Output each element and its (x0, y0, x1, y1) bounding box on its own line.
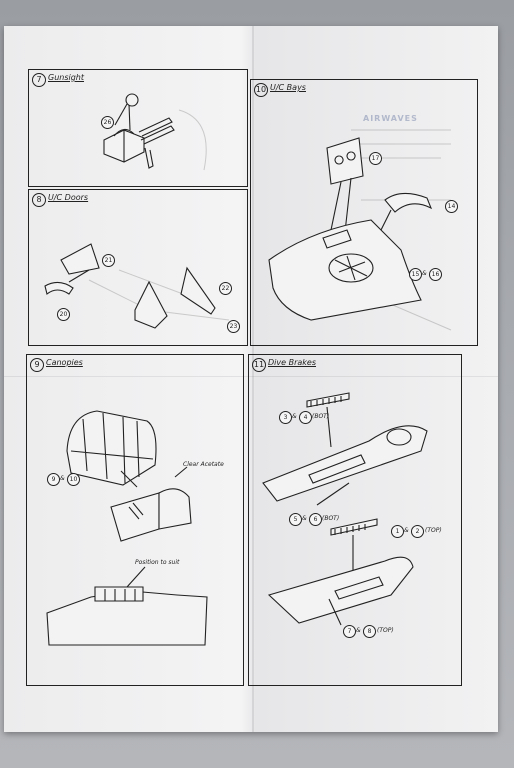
instruction-sheet: 7 Gunsight 26 8 U/C Doors 21 20 22 23 (4, 26, 498, 732)
callout: 3 (279, 411, 292, 424)
ampersand: & (292, 413, 297, 420)
callout: 10 (67, 473, 80, 486)
callout: 17 (369, 152, 382, 165)
panel-title: U/C Bays (270, 83, 306, 92)
fold-line-horizontal (4, 376, 498, 377)
ampersand: & (356, 627, 361, 634)
callout: 7 (343, 625, 356, 638)
callout: 22 (219, 282, 232, 295)
ampersand: & (422, 270, 427, 277)
callout: 21 (102, 254, 115, 267)
callout: 9 (47, 473, 60, 486)
callout: 4 (299, 411, 312, 424)
show-through-brand: AIRWAVES (363, 114, 418, 123)
callout: 6 (309, 513, 322, 526)
uc-bays-drawing (268, 129, 452, 331)
panel-gunsight: 7 Gunsight 26 (28, 69, 248, 187)
panel-title: Gunsight (48, 73, 85, 82)
step-number: 9 (30, 358, 44, 372)
panel-uc-doors: 8 U/C Doors 21 20 22 23 (28, 189, 248, 346)
callout: 8 (363, 625, 376, 638)
callout: 2 (411, 525, 424, 538)
callout: 15 (409, 268, 422, 281)
step-number: 10 (254, 83, 268, 97)
callout: 14 (445, 200, 458, 213)
tag-top: (TOP) (425, 527, 442, 534)
panel-title: U/C Doors (48, 193, 89, 202)
uc-doors-drawing (44, 243, 230, 329)
label-clear-acetate: Clear Acetate (183, 461, 224, 468)
panel-uc-bays: 10 U/C Bays AIRWAVES 17 14 15 & 16 (250, 79, 478, 346)
ampersand: & (60, 475, 65, 482)
label-position-to-suit: Position to suit (135, 559, 180, 566)
ampersand: & (302, 515, 307, 522)
panel-canopies: 9 Canopies Clear Acetate 9 & 10 Position… (26, 354, 244, 686)
callout: 26 (101, 116, 114, 129)
callout: 23 (227, 320, 240, 333)
tag-bot: (BOT) (312, 413, 330, 420)
callout: 5 (289, 513, 302, 526)
step-number: 8 (32, 193, 46, 207)
dive-brakes-drawing (262, 392, 428, 626)
step-number: 11 (252, 358, 266, 372)
tag-top: (TOP) (377, 627, 394, 634)
callout: 16 (429, 268, 442, 281)
ampersand: & (404, 527, 409, 534)
step-number: 7 (32, 73, 46, 87)
panel-dive-brakes: 11 Dive Brakes 3 & 4 (BOT) 5 & 6 (BOT) 1… (248, 354, 462, 686)
fold-line-vertical (252, 26, 254, 732)
tag-bot: (BOT) (322, 515, 340, 522)
gunsight-drawing (103, 93, 207, 171)
canopies-drawing (46, 410, 208, 646)
panel-title: Canopies (46, 358, 83, 367)
panel-title: Dive Brakes (268, 358, 316, 367)
callout: 20 (57, 308, 70, 321)
callout: 1 (391, 525, 404, 538)
